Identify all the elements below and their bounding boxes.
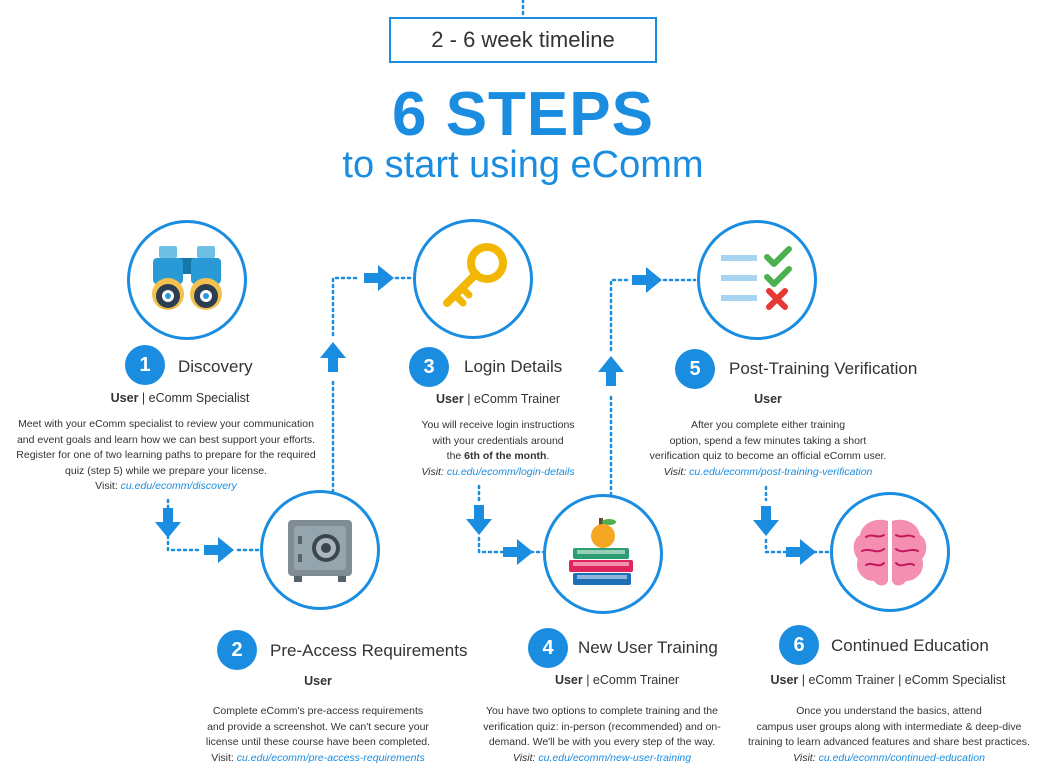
safe-icon	[288, 520, 352, 582]
visit-label: Visit:	[95, 480, 118, 492]
step-5-link[interactable]: cu.edu/ecomm/post-training-verification	[689, 465, 873, 478]
step-3-visit: Visit: cu.edu/ecomm/login-details	[372, 465, 624, 481]
step-3-desc-emphasis: 6th of the month	[464, 450, 547, 462]
step-3-description: You will receive login instructions with…	[372, 418, 624, 480]
visit-label: Visit:	[793, 751, 816, 764]
step-4-number-badge: 4	[528, 628, 568, 668]
timeline-badge: 2 - 6 week timeline	[389, 17, 657, 63]
step-4-desc-line: demand. We'll be with you every step of …	[488, 736, 716, 748]
step-2-roles: User	[198, 674, 438, 688]
step-6-role-user: User	[770, 673, 799, 687]
page-title: 6 STEPS	[392, 80, 654, 149]
step-5-role-user: User	[754, 392, 782, 406]
step-4-title: New User Training	[578, 638, 718, 657]
checklist-icon	[721, 246, 792, 310]
step-2-desc-line: Complete eComm's pre-access requirements	[212, 705, 424, 717]
step-3-number-badge: 3	[409, 347, 449, 387]
step-6-number-badge: 6	[779, 625, 819, 665]
step-2-desc-line: and provide a screenshot. We can't secur…	[207, 720, 429, 733]
page-subtitle: to start using eComm	[342, 144, 704, 186]
step-4-link[interactable]: cu.edu/ecomm/new-user-training	[538, 751, 692, 764]
step-3-desc-suffix: .	[546, 450, 550, 462]
step-5-icon-circle	[697, 220, 817, 340]
step-1-role-user: User	[110, 391, 139, 405]
step-6-visit: Visit: cu.edu/ecomm/continued-education	[732, 751, 1046, 767]
step-1-icon-circle	[127, 220, 247, 340]
step-5-desc-line: After you complete either training	[690, 419, 846, 431]
books-apple-icon	[569, 518, 633, 585]
step-5-visit: Visit: cu.edu/ecomm/post-training-verifi…	[628, 465, 908, 481]
step-4-desc-line: verification quiz: in-person (recommende…	[483, 720, 721, 733]
step-6-description: Once you understand the basics, attend c…	[732, 704, 1046, 766]
step-5-number-badge: 5	[675, 349, 715, 389]
step-5-desc-line: verification quiz to become an official …	[649, 450, 887, 462]
step-3-title: Login Details	[464, 357, 563, 376]
step-2-visit: Visit: cu.edu/ecomm/pre-access-requireme…	[170, 751, 466, 767]
step-1-description: Meet with your eComm specialist to revie…	[0, 417, 332, 495]
step-3-desc-prefix: the	[446, 450, 465, 462]
step-1-number-badge: 1	[125, 345, 165, 385]
step-1-desc-line: quiz (step 5) while we prepare your lice…	[65, 464, 267, 477]
step-2-number-badge: 2	[217, 630, 257, 670]
step-6-desc-line: campus user groups along with intermedia…	[756, 720, 1022, 733]
step-1-roles: User | eComm Specialist	[60, 391, 300, 405]
step-2-desc-line: license until these course have been com…	[205, 736, 431, 748]
step-4-role-others: | eComm Trainer	[582, 673, 680, 687]
step-2-description: Complete eComm's pre-access requirements…	[170, 704, 466, 766]
visit-label: Visit:	[211, 751, 234, 764]
step-2-title: Pre-Access Requirements	[270, 641, 468, 660]
visit-label: Visit:	[512, 751, 536, 764]
step-6-link[interactable]: cu.edu/ecomm/continued-education	[818, 751, 985, 764]
step-1-role-others: | eComm Specialist	[138, 391, 250, 405]
step-6-desc-line: training to learn advanced features and …	[748, 736, 1030, 748]
step-2-link[interactable]: cu.edu/ecomm/pre-access-requirements	[236, 751, 425, 764]
step-6-desc-line: Once you understand the basics, attend	[796, 705, 982, 717]
step-6-title: Continued Education	[831, 636, 989, 655]
step-4-icon-circle	[543, 494, 663, 614]
step-1-visit: Visit: cu.edu/ecomm/discovery	[0, 479, 332, 495]
step-4-visit: Visit: cu.edu/ecomm/new-user-training	[464, 751, 740, 767]
step-6-icon-circle	[830, 492, 950, 612]
step-3-icon-circle	[413, 219, 533, 339]
step-1-desc-line: Register for one of two learning paths t…	[16, 449, 316, 461]
step-2-icon-circle	[260, 490, 380, 610]
visit-label: Visit:	[421, 465, 444, 478]
brain-icon	[853, 519, 927, 586]
step-3-desc-line: with your credentials around	[432, 434, 564, 447]
step-5-title: Post-Training Verification	[729, 359, 918, 378]
step-4-roles: User | eComm Trainer	[497, 673, 737, 687]
key-icon	[443, 243, 507, 307]
step-5-desc-line: option, spend a few minutes taking a sho…	[669, 434, 867, 447]
step-3-desc-line: You will receive login instructions	[421, 419, 575, 431]
step-2-role-user: User	[304, 674, 332, 688]
step-1-link[interactable]: cu.edu/ecomm/discovery	[120, 480, 237, 492]
step-1-title: Discovery	[178, 357, 253, 376]
visit-label: Visit:	[663, 465, 687, 478]
step-3-role-user: User	[435, 392, 464, 406]
step-1-desc-line: Meet with your eComm specialist to revie…	[18, 418, 314, 430]
step-3-role-others: | eComm Trainer	[463, 392, 561, 406]
binoculars-icon	[152, 246, 222, 310]
step-4-description: You have two options to complete trainin…	[464, 704, 740, 766]
step-3-desc-line-bold: the 6th of the month.	[372, 449, 624, 465]
step-5-roles: User	[648, 392, 888, 406]
step-4-role-user: User	[554, 673, 583, 687]
step-3-roles: User | eComm Trainer	[378, 392, 618, 406]
step-6-role-others: | eComm Trainer | eComm Specialist	[798, 673, 1006, 687]
step-6-roles: User | eComm Trainer | eComm Specialist	[750, 673, 1026, 687]
step-4-desc-line: You have two options to complete trainin…	[486, 705, 718, 717]
step-5-description: After you complete either training optio…	[628, 418, 908, 480]
step-1-desc-line: and event goals and learn how we can bes…	[16, 433, 316, 446]
step-3-link[interactable]: cu.edu/ecomm/login-details	[446, 465, 575, 478]
